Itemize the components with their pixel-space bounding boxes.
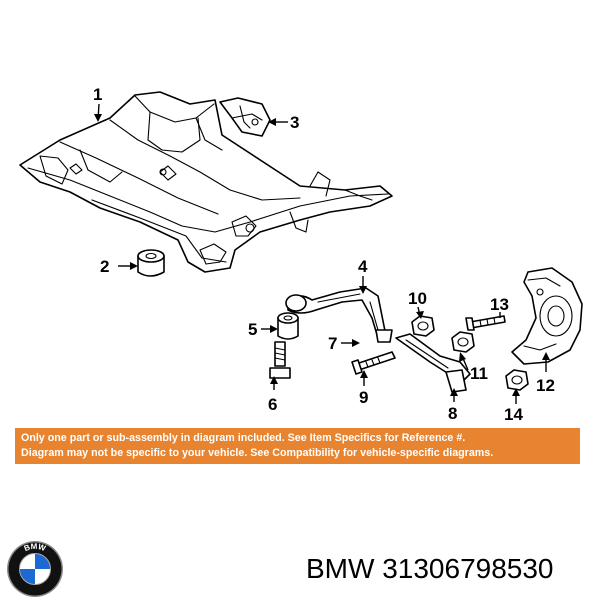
callout-6: 6	[268, 395, 277, 414]
part-number-label: BMW 31306798530	[306, 553, 554, 584]
notice-line-2: Diagram may not be specific to your vehi…	[21, 447, 494, 459]
logo-letters: BMW	[23, 542, 47, 553]
callout-leaders	[94, 103, 550, 404]
callout-7: 7	[328, 334, 337, 353]
callout-3: 3	[290, 113, 299, 132]
callout-13: 13	[490, 295, 509, 314]
callout-9: 9	[359, 388, 368, 407]
small-bushing-part	[277, 312, 299, 340]
knuckle-part	[511, 267, 583, 365]
callout-2: 2	[100, 257, 109, 276]
bushing-part	[137, 249, 165, 277]
callout-8: 8	[448, 404, 457, 423]
callout-4: 4	[358, 257, 368, 276]
callout-10: 10	[408, 289, 427, 308]
nut-14-part	[505, 369, 529, 391]
notice-line-1: Only one part or sub-assembly in diagram…	[21, 432, 466, 444]
subframe-part	[19, 91, 393, 273]
bolt-part	[351, 351, 396, 375]
notice-banner: Only one part or sub-assembly in diagram…	[15, 428, 580, 464]
nut-part	[411, 315, 435, 337]
bracket-part	[219, 97, 271, 137]
callout-5: 5	[248, 320, 257, 339]
callout-11: 11	[470, 364, 488, 383]
bmw-logo: BMW	[7, 541, 63, 597]
lower-arm-part	[395, 333, 471, 393]
callout-12: 12	[536, 376, 555, 395]
control-arm-part	[285, 287, 393, 343]
nut-11-part	[451, 331, 475, 353]
bolt-13-part	[465, 315, 506, 331]
callout-1: 1	[93, 85, 102, 104]
bolt-nut-part	[269, 341, 291, 379]
callout-14: 14	[504, 405, 523, 424]
